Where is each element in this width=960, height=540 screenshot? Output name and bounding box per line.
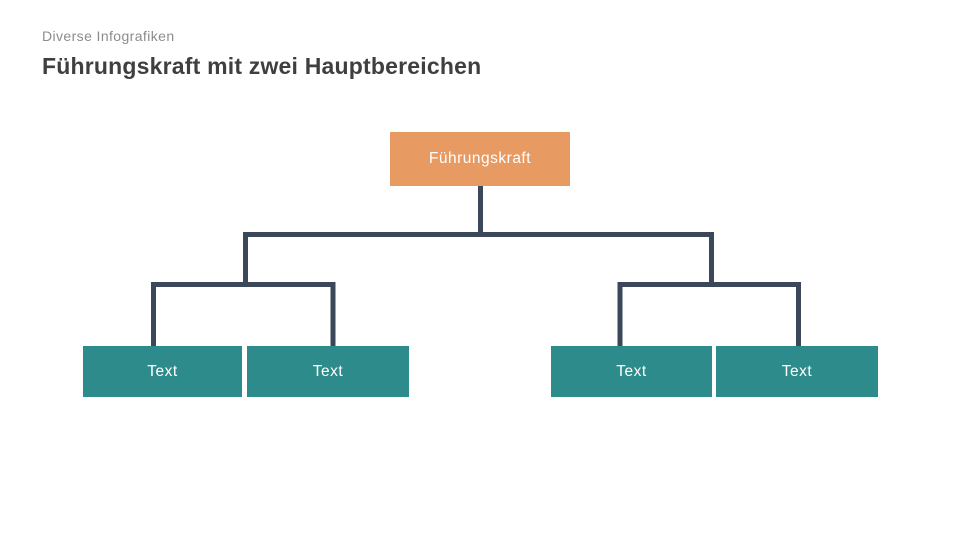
page-title: Führungskraft mit zwei Hauptbereichen — [42, 53, 482, 79]
org-node-label: Text — [147, 362, 178, 380]
eyebrow-label: Diverse Infografiken — [42, 28, 175, 44]
org-node-branch1-child1[interactable]: Text — [83, 346, 242, 397]
org-node-branch2-child2[interactable]: Text — [716, 346, 878, 397]
org-node-branch1-child2[interactable]: Text — [247, 346, 409, 397]
slide-header: Diverse Infografiken Führungskraft mit z… — [42, 28, 481, 80]
org-node-branch2-child1[interactable]: Text — [551, 346, 712, 397]
org-node-label: Text — [312, 362, 344, 380]
org-node-root[interactable]: Führungskraft — [390, 132, 570, 186]
org-node-label: Text — [781, 362, 813, 380]
org-node-label: Text — [616, 362, 647, 380]
org-node-root-label: Führungskraft — [428, 150, 532, 167]
